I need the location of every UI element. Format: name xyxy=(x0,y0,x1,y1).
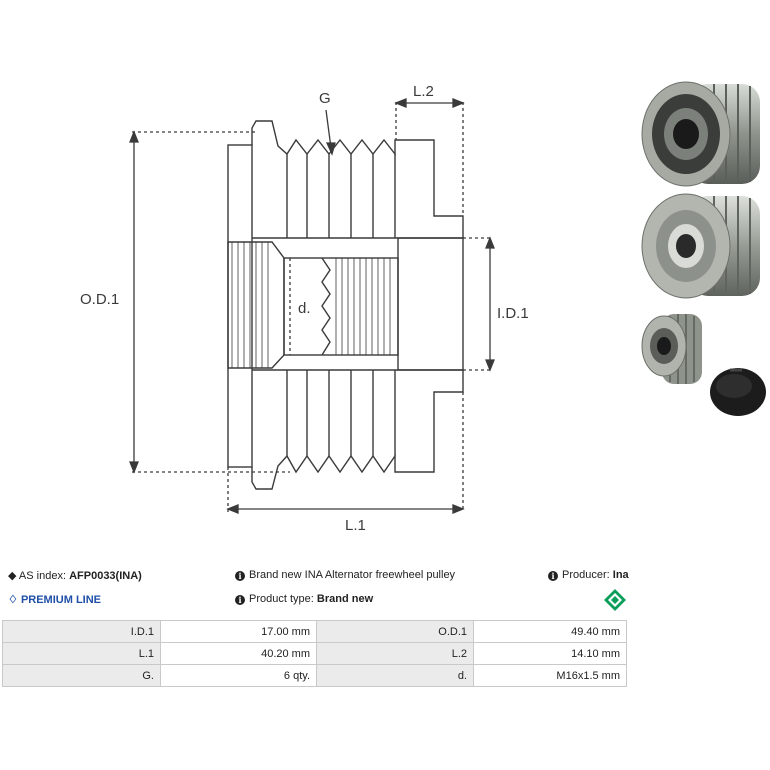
premium-line-label: PREMIUM LINE xyxy=(20,594,101,606)
diamond-icon: ♢ xyxy=(8,594,18,606)
as-index-value: AFP0033(INA) xyxy=(69,570,142,582)
table-row: G. 6 qty. d. M16x1.5 mm xyxy=(2,664,627,687)
table-row: I.D.1 17.00 mm O.D.1 49.40 mm xyxy=(2,620,627,643)
label-l2: L.2 xyxy=(413,83,434,100)
protective-cap-photo xyxy=(710,368,766,416)
producer-value: Ina xyxy=(612,569,629,581)
spec-value: 14.10 mm xyxy=(473,642,627,665)
tag-icon: ◆ xyxy=(8,570,17,582)
table-row: L.1 40.20 mm L.2 14.10 mm xyxy=(2,642,627,665)
info-icon: i xyxy=(548,571,558,581)
spec-label: I.D.1 xyxy=(2,620,161,643)
label-od1: O.D.1 xyxy=(80,291,119,308)
spec-value: M16x1.5 mm xyxy=(473,664,627,687)
label-id1: I.D.1 xyxy=(497,305,529,322)
as-index-row: ◆ AS index: AFP0033(INA) xyxy=(8,569,142,582)
label-thread: d. xyxy=(298,300,311,317)
spec-label: L.2 xyxy=(316,642,474,665)
pulley-photo-small xyxy=(641,314,702,384)
spec-value: 40.20 mm xyxy=(160,642,317,665)
end-bore xyxy=(397,237,464,371)
g-leader-line xyxy=(325,109,332,149)
spec-label: G. xyxy=(2,664,161,687)
product-type-value: Brand new xyxy=(316,593,374,605)
spec-label: L.1 xyxy=(2,642,161,665)
spec-label: O.D.1 xyxy=(316,620,474,643)
product-type-label: Product type: xyxy=(249,593,314,605)
info-icon: i xyxy=(235,571,245,581)
label-g: G xyxy=(319,90,331,107)
label-l1: L.1 xyxy=(345,517,366,534)
pulley-photo-front xyxy=(641,81,760,187)
spec-value: 17.00 mm xyxy=(160,620,317,643)
producer-label: Producer: xyxy=(562,569,610,581)
producer-row: i Producer: Ina xyxy=(548,569,629,581)
pulley-outline xyxy=(251,120,464,490)
ina-logo-icon xyxy=(604,589,626,611)
product-type-row: i Product type: Brand new xyxy=(235,593,373,605)
premium-line-badge: ♢ PREMIUM LINE xyxy=(8,593,101,606)
specs-table: I.D.1 17.00 mm O.D.1 49.40 mm L.1 40.20 … xyxy=(2,620,627,687)
spec-value: 6 qty. xyxy=(160,664,317,687)
as-index-label: AS index: xyxy=(18,570,67,582)
description-row: i Brand new INA Alternator freewheel pull… xyxy=(235,569,455,581)
description-text: Brand new INA Alternator freewheel pulle… xyxy=(249,569,456,581)
pulley-technical-drawing: G L.2 O.D.1 d. I.D.1 L.1 xyxy=(80,83,529,534)
pulley-photo-rear xyxy=(641,193,760,299)
spec-label: d. xyxy=(316,664,474,687)
info-icon: i xyxy=(235,595,245,605)
thread-section xyxy=(283,257,399,356)
spec-value: 49.40 mm xyxy=(473,620,627,643)
